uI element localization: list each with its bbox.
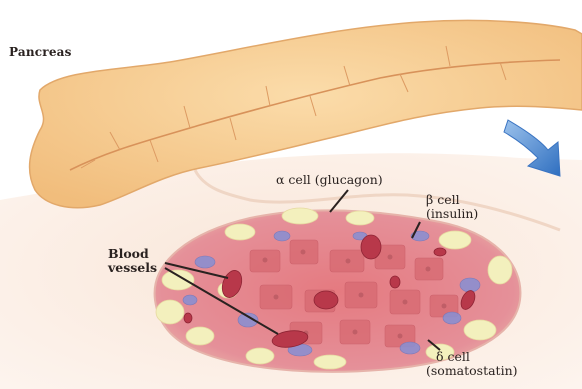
beta-cell-label: β cell (insulin)	[426, 193, 478, 221]
delta-cell-label-line2: (somatostatin)	[426, 364, 518, 378]
blood-vessels-label-line2: vessels	[108, 261, 157, 275]
pancreas-label: Pancreas	[9, 45, 72, 59]
beta-cell-label-line2: (insulin)	[426, 207, 478, 221]
blood-vessels-label: Blood vessels	[108, 247, 157, 275]
delta-cell-label-line1: δ cell	[426, 350, 518, 364]
alpha-cell-label: α cell (glucagon)	[276, 173, 383, 187]
islet-of-langerhans	[155, 208, 521, 372]
blood-vessels-label-line1: Blood	[108, 247, 157, 261]
beta-cell-label-line1: β cell	[426, 193, 478, 207]
delta-cell-label: δ cell (somatostatin)	[426, 350, 518, 378]
